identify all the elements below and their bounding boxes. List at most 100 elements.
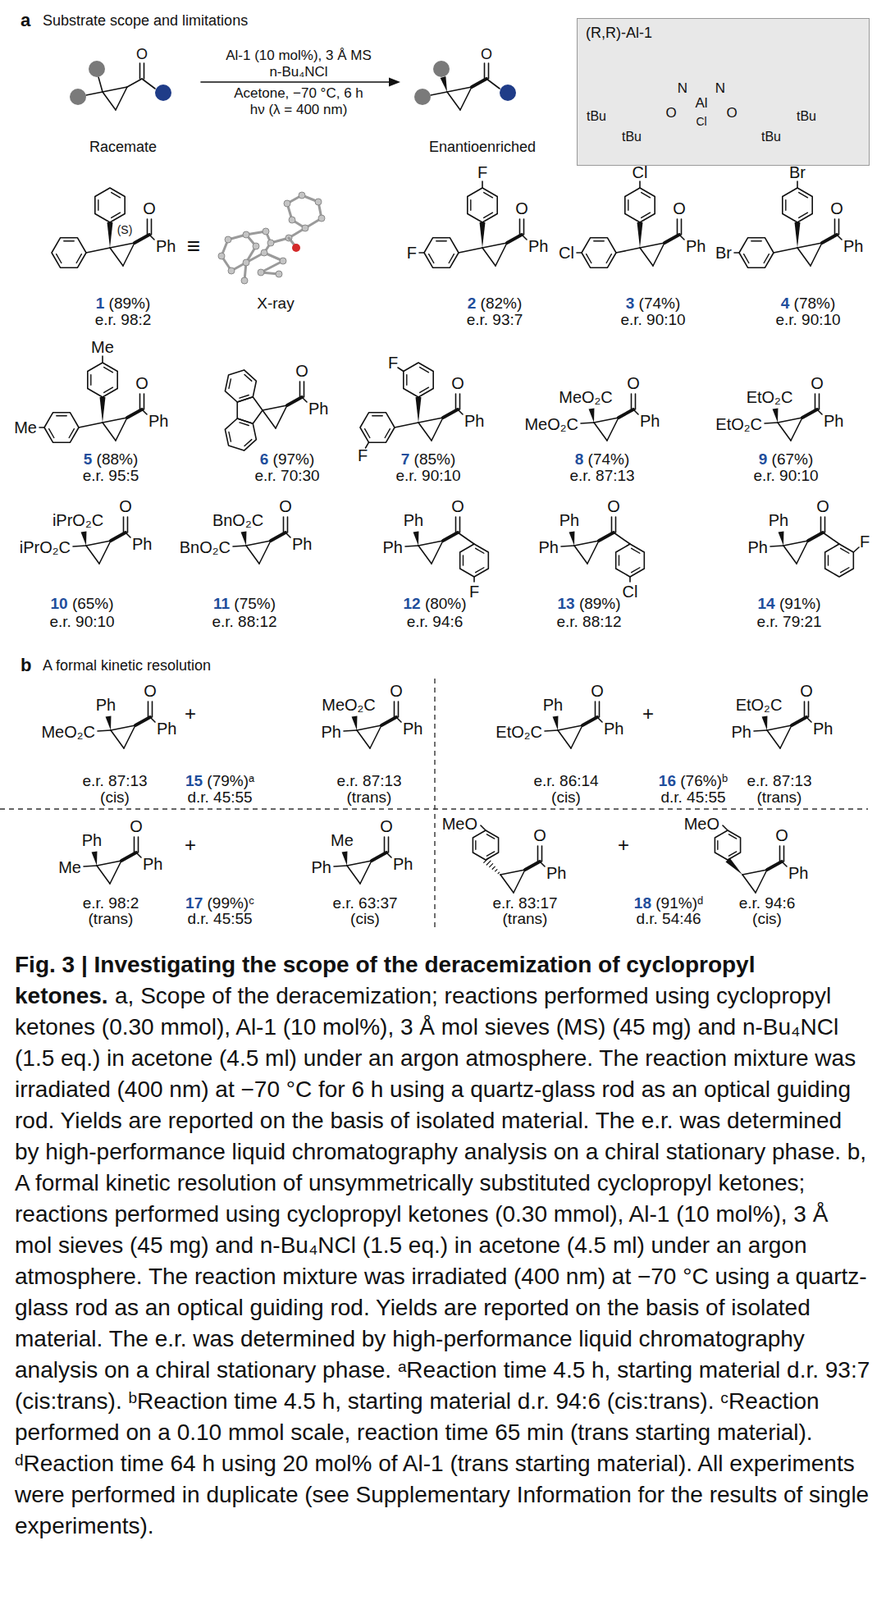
structure-label: b bbox=[20, 654, 32, 676]
structure-label: e.r. 90:10 bbox=[775, 310, 841, 329]
structure-label: O bbox=[142, 199, 156, 219]
structure-label: e.r. 87:13 bbox=[569, 466, 635, 485]
structure-label: O bbox=[830, 199, 844, 219]
structure-label: d.r. 54:46 bbox=[635, 909, 701, 928]
structure-label: Ph bbox=[546, 863, 567, 883]
structure-label: tBu bbox=[621, 129, 642, 145]
structure-label: (trans) bbox=[88, 909, 134, 928]
structure-label: O bbox=[590, 681, 604, 701]
structure-label: MeO₂C bbox=[41, 722, 96, 742]
structure-label: Ph bbox=[748, 538, 768, 558]
structure-label: Me bbox=[91, 337, 115, 357]
structure-label: N bbox=[677, 80, 688, 97]
compound-number: 6 bbox=[260, 450, 270, 468]
catalyst-name: (R,R)-Al-1 bbox=[585, 24, 653, 42]
structure-label: Ph bbox=[843, 237, 864, 256]
structure-label: tBu bbox=[761, 129, 781, 145]
yield-value: (67%) bbox=[771, 450, 814, 468]
structure-label: e.r. 98:2 bbox=[95, 310, 152, 329]
structure-label: Ph bbox=[464, 411, 485, 431]
yield-value: (65%) bbox=[72, 594, 115, 612]
structure-label: Racemate bbox=[89, 138, 157, 156]
compound-label: 6(97%) bbox=[260, 450, 316, 469]
compound-label: 9(67%) bbox=[758, 450, 814, 469]
structure-label: tBu bbox=[586, 109, 607, 124]
structure-label: O bbox=[607, 497, 621, 517]
structure-label: Ph bbox=[788, 863, 809, 883]
structure-label: Al-1 (10 mol%), 3 Å MS bbox=[225, 47, 372, 64]
caption-body: a, Scope of the deracemization; reaction… bbox=[14, 982, 870, 1539]
structure-label: Enantioenriched bbox=[429, 138, 536, 156]
compound-label: 11(75%) bbox=[213, 594, 276, 613]
structure-label: (S) bbox=[117, 223, 133, 237]
compound-number: 7 bbox=[401, 450, 411, 468]
structure-label: e.r. 83:17 bbox=[492, 894, 558, 913]
structure-label: Ph bbox=[639, 411, 660, 431]
compound-label: 1(89%) bbox=[95, 294, 151, 313]
structure-label: F bbox=[388, 353, 398, 373]
structure-label: e.r. 88:12 bbox=[556, 612, 622, 631]
structure-label: Ph bbox=[321, 722, 342, 742]
structure-label: O bbox=[135, 374, 149, 393]
structure-label: + bbox=[184, 833, 197, 857]
structure-label: MeO bbox=[684, 814, 720, 834]
structure-label: MeO₂C bbox=[524, 415, 579, 434]
yield-value: (74%) bbox=[639, 294, 681, 312]
structure-label: O bbox=[451, 497, 465, 517]
structure-label: O bbox=[389, 681, 403, 701]
structure-label: (trans) bbox=[347, 788, 393, 807]
structure-label: BnO₂C bbox=[212, 511, 264, 530]
structure-label: Al bbox=[694, 95, 708, 112]
structure-label: e.r. 90:10 bbox=[395, 466, 461, 485]
compound-number: 9 bbox=[758, 450, 768, 468]
structure-label: e.r. 90:10 bbox=[753, 466, 818, 485]
structure-label: Ph bbox=[148, 411, 169, 431]
structure-label: + bbox=[184, 702, 197, 726]
compound-number: 2 bbox=[467, 294, 477, 312]
structure-label: O bbox=[726, 105, 737, 122]
structure-label: (cis) bbox=[551, 788, 581, 807]
structure-label: Ph bbox=[538, 538, 559, 558]
structure-label: EtO₂C bbox=[715, 415, 763, 434]
structure-label: Me bbox=[13, 418, 37, 438]
structure-label: EtO₂C bbox=[746, 388, 794, 407]
compound-number: 14 bbox=[757, 594, 775, 612]
structure-label: Br bbox=[789, 163, 806, 183]
structure-label: (cis) bbox=[350, 909, 380, 928]
structure-label: e.r. 90:10 bbox=[49, 612, 115, 631]
structure-label: Ph bbox=[392, 854, 413, 874]
structure-label: O bbox=[672, 199, 686, 219]
structure-label: iPrO₂C bbox=[52, 511, 104, 530]
structure-label: tBu bbox=[796, 109, 817, 124]
compound-label: 18(91%)ᵈ bbox=[634, 894, 704, 913]
structure-label: BnO₂C bbox=[179, 538, 231, 558]
compound-number: 11 bbox=[213, 594, 230, 612]
yield-value: (79%)ᵃ bbox=[206, 771, 255, 790]
yield-value: (99%)ᶜ bbox=[207, 894, 255, 912]
structure-label: O bbox=[295, 361, 309, 381]
yield-value: (80%) bbox=[424, 594, 467, 612]
structure-label: d.r. 45:55 bbox=[187, 909, 252, 928]
structure-label: n-Bu₄NCl bbox=[269, 63, 328, 81]
structure-label: F bbox=[469, 582, 480, 602]
structure-label: O bbox=[278, 497, 293, 517]
structure-label: e.r. 90:10 bbox=[620, 310, 686, 329]
structure-label: Ph bbox=[95, 695, 116, 715]
structure-label: e.r. 93:7 bbox=[466, 310, 524, 329]
structure-label: e.r. 98:2 bbox=[82, 894, 140, 913]
structure-label: e.r. 87:13 bbox=[336, 771, 402, 791]
structure-label: Ph bbox=[543, 695, 563, 715]
structure-label: e.r. 94:6 bbox=[406, 612, 464, 631]
yield-value: (88%) bbox=[96, 450, 139, 468]
structure-label: O bbox=[775, 826, 789, 845]
compound-label: 12(80%) bbox=[402, 594, 466, 613]
structure-label: Ph bbox=[812, 719, 833, 739]
compound-number: 10 bbox=[50, 594, 68, 612]
structure-label: Ph bbox=[768, 511, 789, 530]
yield-value: (89%) bbox=[109, 294, 151, 312]
structure-label: Acetone, −70 °C, 6 h bbox=[233, 85, 364, 102]
structure-label: iPrO₂C bbox=[19, 538, 71, 558]
structure-label: O bbox=[118, 497, 133, 517]
structure-label: O bbox=[480, 45, 493, 64]
compound-number: 1 bbox=[95, 294, 106, 312]
